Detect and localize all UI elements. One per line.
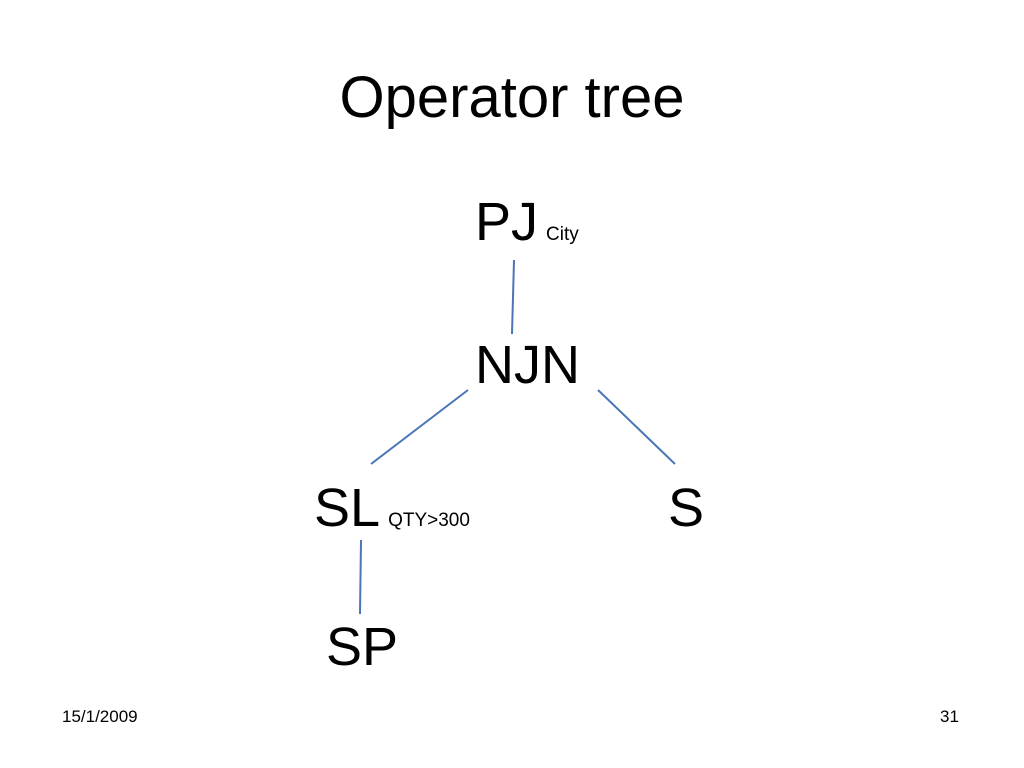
slide-page-number: 31 bbox=[940, 707, 959, 726]
edge-njn-s bbox=[597, 389, 676, 465]
slide-title: Operator tree bbox=[339, 65, 685, 130]
slide-date: 15/1/2009 bbox=[62, 707, 138, 726]
node-sl-label: SL bbox=[314, 478, 381, 538]
node-s: S bbox=[668, 478, 704, 538]
node-sp: SP bbox=[326, 617, 398, 677]
edge-pj-njn bbox=[511, 259, 515, 335]
node-pj-subscript: City bbox=[546, 224, 579, 245]
node-pj: PJ City bbox=[475, 192, 579, 265]
node-pj-label: PJ bbox=[475, 192, 539, 252]
edge-sl-sp bbox=[359, 539, 362, 615]
node-sp-label: SP bbox=[326, 617, 399, 677]
edge-njn-sl bbox=[370, 389, 469, 465]
node-njn-label: NJN bbox=[475, 335, 580, 395]
node-sl: SL QTY>300 bbox=[314, 478, 470, 551]
node-njn: NJN bbox=[475, 335, 580, 395]
node-sl-subscript: QTY>300 bbox=[388, 510, 470, 531]
node-s-label: S bbox=[668, 478, 705, 538]
